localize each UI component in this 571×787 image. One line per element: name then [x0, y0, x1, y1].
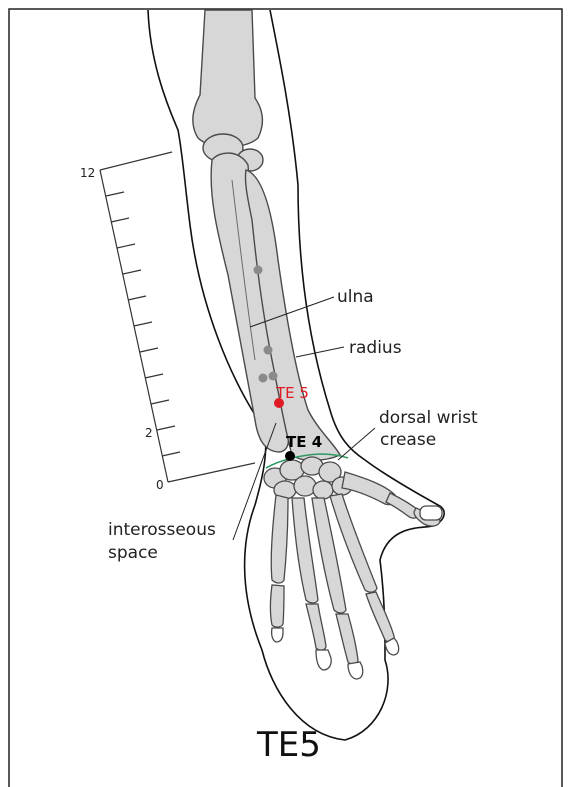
- te5-label: TE 5: [275, 384, 309, 402]
- te4-label: TE 4: [286, 433, 322, 451]
- radius-leader: [296, 347, 344, 357]
- humerus-bone: [193, 10, 263, 171]
- radius-label: radius: [349, 338, 402, 358]
- wrist-crease-leader: [338, 428, 375, 460]
- interosseous-label-line2: space: [108, 543, 158, 563]
- te4-point: [285, 451, 295, 461]
- ruler-ticks: [106, 192, 180, 456]
- ruler-label-12: 12: [80, 166, 95, 180]
- wrist-crease-label-line2: crease: [380, 430, 436, 450]
- ulna-label: ulna: [337, 287, 374, 307]
- wrist-crease-label-line1: dorsal wrist: [379, 408, 478, 428]
- figure-title: TE5: [256, 725, 321, 765]
- ruler-label-2: 2: [145, 426, 153, 440]
- ruler-label-0: 0: [156, 478, 164, 492]
- ruler-top-line: [100, 152, 172, 170]
- interosseous-label-line1: interosseous: [108, 520, 216, 540]
- ruler-base-line: [168, 463, 255, 482]
- finger-bones: [271, 494, 399, 679]
